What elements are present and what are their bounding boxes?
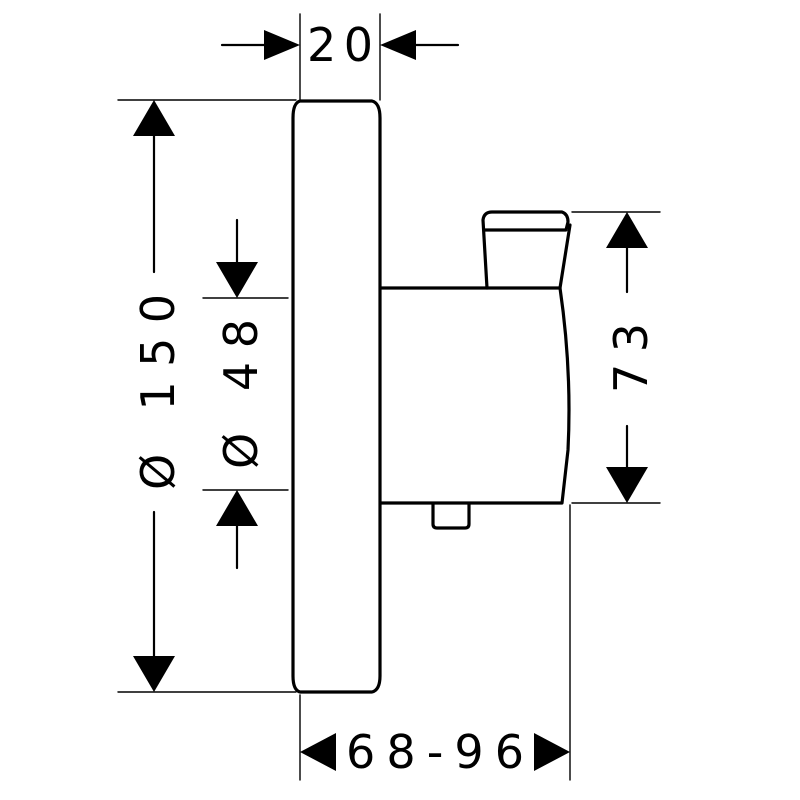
dimension-label-20: 20 (307, 18, 373, 72)
dimension-inner-diameter: Ø 48 (202, 218, 289, 570)
arrow-up-icon (216, 490, 258, 526)
arrow-up-icon (606, 212, 648, 248)
arrow-right-icon (534, 733, 570, 771)
dimension-total-height: Ø 150 (117, 99, 297, 693)
arrow-down-icon (216, 262, 258, 298)
dimension-projection: 68-96 (299, 504, 571, 781)
handle-cap (481, 210, 570, 290)
arrow-down-icon (606, 467, 648, 503)
arrow-down-icon (133, 656, 175, 692)
bottom-stub (431, 502, 471, 530)
arrow-left-icon (380, 30, 416, 60)
dimension-label-diameter-150: Ø 150 (131, 294, 185, 490)
dimension-label-73: 73 (604, 323, 658, 393)
cover-plate (291, 99, 382, 694)
arrow-up-icon (133, 100, 175, 136)
dimension-label-diameter-48: Ø 48 (214, 319, 268, 469)
arrow-left-icon (300, 733, 336, 771)
dimension-label-68-96: 68-96 (346, 725, 524, 779)
dimension-depth-top: 20 (220, 13, 460, 101)
dimension-handle-height: 73 (571, 211, 661, 504)
thermostat-body (379, 223, 572, 505)
arrow-right-icon (264, 30, 300, 60)
